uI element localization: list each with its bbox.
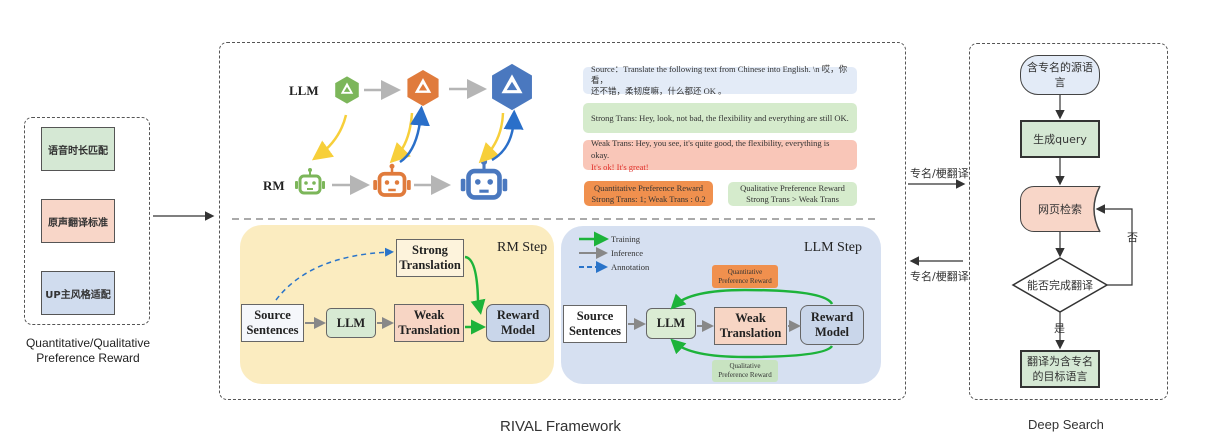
rm-reward-line1: Reward: [496, 308, 540, 322]
feasibility-decision-node: 能否完成翻译: [1014, 258, 1106, 312]
llm-reward-line2: Model: [814, 325, 850, 339]
llm-qual-line2: Preference Reward: [718, 371, 772, 379]
qualitative-reward-title: Qualitative Preference Reward: [740, 183, 845, 193]
generate-query-label: 生成query: [1033, 132, 1087, 146]
source-language-start-node: 含专名的源语 言: [1020, 55, 1100, 95]
qualitative-reward-values: Strong Trans > Weak Trans: [746, 194, 839, 204]
llm-weak-line1: Weak: [735, 311, 766, 325]
uploader-style-label: UP主风格适配: [45, 289, 111, 301]
rm-strong-line1: Strong: [412, 243, 448, 257]
deep-search-caption: Deep Search: [1028, 417, 1104, 432]
no-branch-label: 否: [1127, 231, 1138, 244]
source-example-line2: 还不错，柔韧度嘛，什么都还 OK 。: [591, 86, 727, 96]
llm-weak-translation-node: Weak Translation: [714, 307, 787, 345]
rm-row-label: RM: [263, 178, 285, 193]
rm-reward-model-node: Reward Model: [486, 304, 550, 342]
blue-update-arrow-1: [399, 105, 430, 164]
generate-query-node: 生成query: [1020, 120, 1100, 158]
rival-framework-caption: RIVAL Framework: [500, 418, 621, 435]
llm-icon-3: [492, 63, 532, 111]
llm-qual-line1: Qualitative: [729, 362, 761, 370]
rm-strong-translation-node: Strong Translation: [396, 239, 464, 277]
strong-trans-example-text: Strong Trans: Hey, look, not bad, the fl…: [591, 113, 849, 123]
quantitative-reward-title: Quantitative Preference Reward: [593, 182, 704, 193]
legend-training-label: Training: [611, 234, 640, 244]
legend-inference-label: Inference: [611, 248, 644, 258]
end-line2: 的目标语言: [1032, 370, 1088, 383]
start-line2: 言: [1054, 76, 1066, 89]
llm-row-label: LLM: [289, 83, 319, 98]
quantitative-reward-box: Quantitative Preference Reward Strong Tr…: [584, 181, 713, 206]
yes-branch-label: 是: [1054, 320, 1065, 336]
rm-llm-node: LLM: [326, 308, 376, 338]
duration-match-label: 语音时长匹配: [48, 145, 108, 157]
web-search-node: 网页检索: [1020, 186, 1100, 232]
rm-source-line2: Sentences: [246, 323, 299, 337]
to-deep-search-label: 专名/梗翻译: [910, 167, 969, 180]
source-example-box: Source：Translate the following text from…: [583, 64, 857, 96]
legend-training: Training: [611, 234, 640, 244]
preference-reward-caption: Quantitative/Qualitative Preference Rewa…: [10, 336, 166, 366]
rm-reward-line2: Model: [500, 323, 536, 337]
llm-source-sentences-node: Source Sentences: [563, 305, 627, 343]
llm-reward-line1: Reward: [810, 310, 854, 324]
rm-step-title: RM Step: [497, 240, 548, 255]
llm-quantitative-reward-box: Quantitative Preference Reward: [712, 265, 778, 288]
quantitative-reward-values: Strong Trans: 1; Weak Trans : 0.2: [591, 193, 706, 204]
legend-inference: Inference: [611, 248, 643, 258]
decision-label: 能否完成翻译: [1027, 278, 1093, 292]
llm-reward-model-node: Reward Model: [800, 305, 864, 345]
rm-weak-line1: Weak: [413, 308, 445, 322]
legend-annotation: Annotation: [611, 262, 649, 272]
llm-llm-node: LLM: [646, 308, 696, 339]
source-example-line1: Source：Translate the following text from…: [591, 64, 848, 85]
weak-trans-example-line1: Weak Trans: Hey, you see, it's quite goo…: [591, 138, 830, 160]
weak-trans-example-box: Weak Trans: Hey, you see, it's quite goo…: [583, 138, 857, 172]
rm-strong-line2: Translation: [399, 258, 461, 272]
yellow-feedback-arrow-1: [311, 114, 348, 161]
llm-llm-label: LLM: [656, 316, 686, 330]
rival-framework-panel: [219, 42, 906, 400]
yellow-feedback-arrow-3: [478, 112, 505, 164]
llm-icon-1: [335, 76, 359, 104]
llm-weak-line2: Translation: [719, 326, 782, 340]
llm-quant-line1: Quantitative: [727, 267, 763, 276]
llm-source-line1: Source: [576, 309, 614, 323]
from-deep-search-label: 专名/梗翻译: [910, 270, 969, 283]
qualitative-reward-box: Qualitative Preference Reward Strong Tra…: [728, 182, 857, 206]
weak-trans-example-line2: It's ok! It's great!: [591, 162, 649, 172]
target-language-end-node: 翻译为含专名 的目标语言: [1020, 350, 1100, 388]
llm-step-title: LLM Step: [804, 240, 862, 255]
uploader-style-box: UP主风格适配: [41, 271, 115, 315]
duration-match-box: 语音时长匹配: [41, 127, 115, 171]
rm-robot-icon-3: [460, 158, 508, 200]
llm-qualitative-reward-box: Qualitative Preference Reward: [712, 360, 778, 382]
web-search-label: 网页检索: [1038, 202, 1082, 216]
rm-robot-icon-1: [295, 168, 325, 195]
strong-trans-example-box: Strong Trans: Hey, look, not bad, the fl…: [583, 103, 857, 133]
caption-line-1: Quantitative/Qualitative: [25, 336, 151, 350]
start-line1: 含专名的源语: [1027, 61, 1093, 74]
caption-line-2: Preference Reward: [36, 351, 140, 365]
end-line1: 翻译为含专名: [1027, 355, 1093, 368]
rm-robot-icon-2: [373, 163, 411, 197]
llm-source-line2: Sentences: [568, 324, 622, 338]
rm-weak-line2: Translation: [398, 323, 460, 337]
preference-reward-panel: [24, 117, 150, 325]
legend-annotation-label: Annotation: [611, 262, 650, 272]
deep-search-panel: [969, 43, 1168, 400]
llm-quant-line2: Preference Reward: [718, 276, 772, 285]
translation-standard-label: 原声翻译标准: [48, 217, 108, 229]
llm-icon-2: [407, 69, 439, 107]
original-translation-standard-box: 原声翻译标准: [41, 199, 115, 243]
rm-source-line1: Source: [254, 308, 291, 322]
rm-weak-translation-node: Weak Translation: [394, 304, 464, 342]
blue-update-arrow-2: [491, 109, 524, 162]
rm-source-sentences-node: Source Sentences: [241, 304, 304, 342]
rm-llm-label: LLM: [336, 315, 366, 330]
